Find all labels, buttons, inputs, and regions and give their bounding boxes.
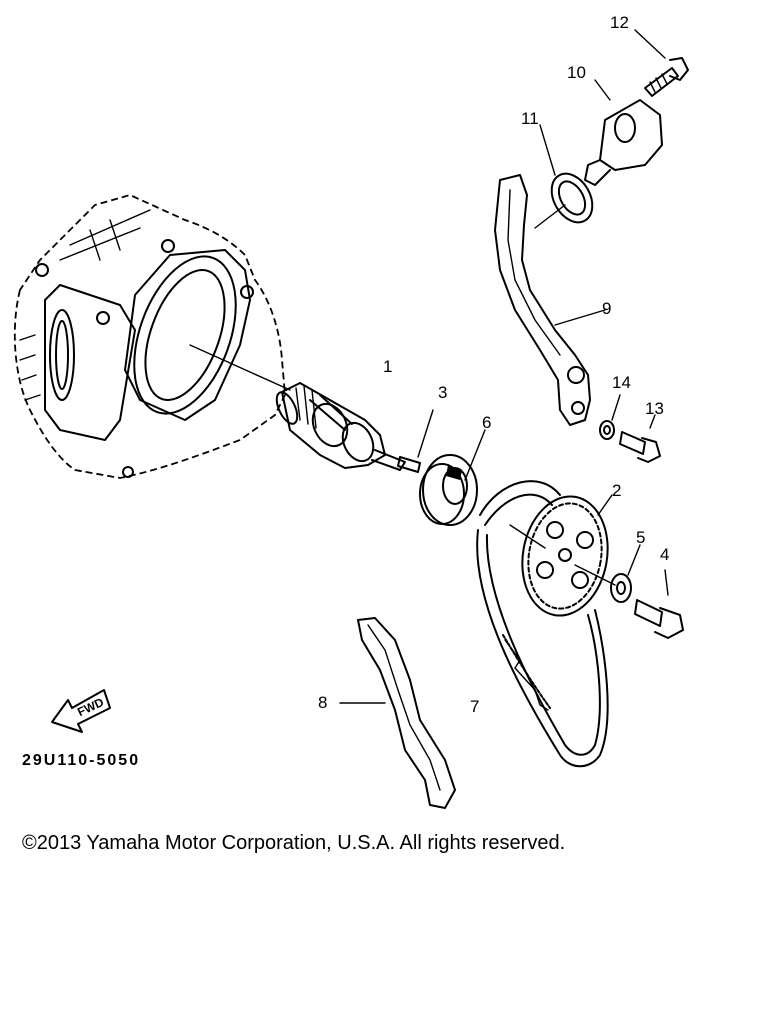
part-label-13: 13 (645, 399, 664, 418)
part-label-5: 5 (636, 528, 645, 547)
part-label-10: 10 (567, 63, 586, 82)
part-label-8: 8 (318, 693, 327, 712)
part-label-2: 2 (612, 481, 621, 500)
part-label-9: 9 (602, 299, 611, 318)
chain-guide (339, 617, 456, 809)
chain-tensioner-arm (494, 174, 606, 426)
camshaft (275, 382, 406, 471)
part-label-3: 3 (438, 383, 447, 402)
tensioner-gasket (534, 124, 594, 229)
timing-chain (476, 480, 609, 768)
part-label-11: 11 (521, 109, 539, 128)
part-label-1: 1 (383, 357, 392, 376)
dowel-pin (397, 409, 434, 473)
cylinder-head (13, 194, 291, 479)
sprocket-bolt (634, 569, 684, 639)
part-label-7: 7 (470, 697, 479, 716)
exploded-parts-diagram: 1 2 3 4 5 6 7 8 9 10 11 12 13 14 FWD (13, 13, 689, 809)
diagram-code: 29U110-5050 (22, 752, 141, 769)
arm-bolt (619, 414, 661, 463)
cam-sprocket (509, 494, 613, 617)
part-label-4: 4 (660, 545, 669, 564)
copyright-notice: ©2013 Yamaha Motor Corporation, U.S.A. A… (22, 832, 566, 854)
tensioner-bolt (634, 29, 689, 97)
part-label-14: 14 (612, 373, 631, 392)
part-label-12: 12 (610, 13, 629, 32)
arm-washer (599, 394, 621, 440)
part-label-6: 6 (482, 413, 491, 432)
part-number-labels: 1 2 3 4 5 6 7 8 9 10 11 12 13 14 (318, 13, 669, 716)
sprocket-washer (574, 544, 641, 603)
cam-chain-tensioner (584, 79, 663, 186)
cam-plate (419, 429, 486, 526)
fwd-arrow-icon: FWD (51, 689, 111, 733)
